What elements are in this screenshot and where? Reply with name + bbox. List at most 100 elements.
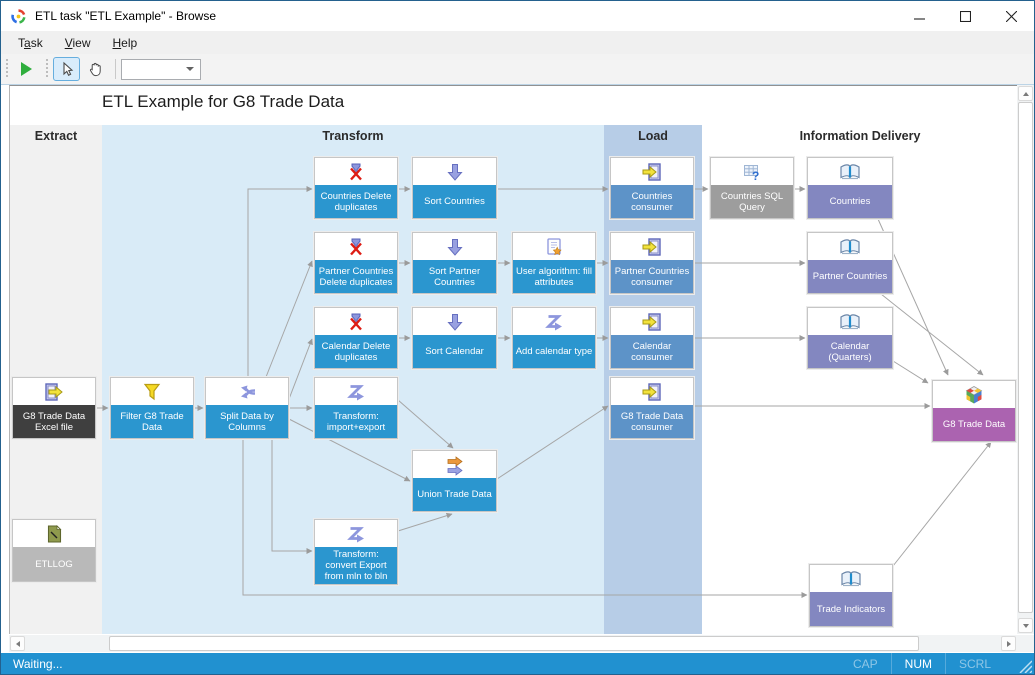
column-header: Information Delivery <box>799 129 921 143</box>
node-c-cons[interactable]: Countries consumer <box>610 157 694 219</box>
edge <box>892 360 929 384</box>
minimize-button[interactable] <box>896 1 942 31</box>
vertical-scroll-thumb[interactable] <box>1018 102 1033 613</box>
indicator-num: NUM <box>904 657 932 671</box>
indicator-cap: CAP <box>852 657 878 671</box>
edge <box>892 441 992 567</box>
node-convert[interactable]: Transform: convert Export from mln to bl… <box>314 519 398 585</box>
node-label: Calendar (Quarters) <box>808 335 892 368</box>
node-label: Filter G8 Trade Data <box>111 405 193 438</box>
horizontal-scrollbar[interactable] <box>9 635 1017 652</box>
node-label: Countries consumer <box>611 185 693 218</box>
app-logo-icon <box>11 8 26 24</box>
maximize-button[interactable] <box>942 1 988 31</box>
scroll-left-button[interactable] <box>10 636 25 651</box>
node-ti-book[interactable]: Trade Indicators <box>809 564 893 627</box>
node-p-del[interactable]: Partner Countries Delete duplicates <box>314 232 398 294</box>
scrollbar-corner <box>1017 635 1034 652</box>
node-imp-exp[interactable]: Transform: import+export <box>314 377 398 439</box>
select-tool-button[interactable] <box>53 57 80 81</box>
column-header: Transform <box>322 129 384 143</box>
node-label: Partner Countries Delete duplicates <box>315 260 397 293</box>
edge <box>288 418 411 482</box>
column-header: Load <box>638 129 668 143</box>
node-union[interactable]: Union Trade Data <box>412 450 497 512</box>
toolbar-grip[interactable] <box>45 59 49 79</box>
node-split[interactable]: Split Data by Columns <box>205 377 289 439</box>
node-sql-query[interactable]: ?Countries SQL Query <box>710 157 794 219</box>
arrow-left-icon <box>15 640 20 647</box>
transform-z-icon <box>315 520 397 547</box>
node-p-book[interactable]: Partner Countries <box>807 232 893 294</box>
node-cal-book[interactable]: Calendar (Quarters) <box>807 307 893 369</box>
node-label: G8 Trade Data Excel file <box>13 405 95 438</box>
node-c-book[interactable]: Countries <box>807 157 893 219</box>
door-in-icon <box>611 308 693 335</box>
pan-tool-button[interactable] <box>82 57 109 81</box>
node-c-del[interactable]: Countries Delete duplicates <box>314 157 398 219</box>
vertical-scrollbar[interactable] <box>1017 85 1034 634</box>
arrow-down-icon <box>1022 623 1029 628</box>
node-label: Countries SQL Query <box>711 185 793 218</box>
scroll-up-button[interactable] <box>1018 86 1033 101</box>
hand-icon <box>89 62 101 76</box>
toolbar <box>1 54 1034 85</box>
node-label: G8 Trade Data consumer <box>611 405 693 438</box>
node-g8-cube[interactable]: G8 Trade Data <box>932 380 1016 442</box>
resize-grip-icon[interactable] <box>1018 659 1032 673</box>
play-icon <box>21 62 32 76</box>
node-label: Countries <box>808 185 892 218</box>
cursor-arrow-icon <box>62 61 73 76</box>
book-icon <box>808 158 892 185</box>
book-icon <box>808 308 892 335</box>
node-label: Sort Partner Countries <box>413 260 496 293</box>
funnel-icon <box>111 378 193 405</box>
transform-z-icon <box>315 378 397 405</box>
node-p-algo[interactable]: User algorithm: fill attributes <box>512 232 596 294</box>
chevron-down-icon <box>186 67 194 71</box>
menu-view[interactable]: View <box>64 35 91 50</box>
close-button[interactable] <box>988 1 1034 31</box>
menu-help[interactable]: Help <box>112 35 138 50</box>
zoom-combobox[interactable] <box>121 58 201 80</box>
sort-icon <box>413 233 496 260</box>
sort-icon <box>413 308 496 335</box>
sort-icon <box>413 158 496 185</box>
node-cal-add[interactable]: Add calendar type <box>512 307 596 369</box>
node-filter[interactable]: Filter G8 Trade Data <box>110 377 194 439</box>
node-c-sort[interactable]: Sort Countries <box>412 157 497 219</box>
book-icon <box>810 565 892 592</box>
dedupe-icon <box>315 308 397 335</box>
menu-task[interactable]: Task <box>18 35 43 50</box>
node-label: Calendar consumer <box>611 335 693 368</box>
edge <box>265 260 313 378</box>
node-etllog[interactable]: ETLLOG <box>12 519 96 582</box>
node-p-cons[interactable]: Partner Countries consumer <box>610 232 694 294</box>
toolbar-grip[interactable] <box>5 59 9 79</box>
node-cal-sort[interactable]: Sort Calendar <box>412 307 497 369</box>
toolbar-separator <box>115 59 116 79</box>
run-button[interactable] <box>13 57 40 81</box>
indicator-scrl: SCRL <box>958 657 991 671</box>
node-cal-del[interactable]: Calendar Delete duplicates <box>314 307 398 369</box>
edge <box>397 512 453 532</box>
scroll-down-button[interactable] <box>1018 618 1033 633</box>
node-label: Union Trade Data <box>413 478 496 511</box>
menu-bar: Task View Help <box>1 31 1034 54</box>
scroll-right-button[interactable] <box>1001 636 1016 651</box>
edge <box>496 405 609 480</box>
edge <box>288 338 313 400</box>
dedupe-icon <box>315 158 397 185</box>
edge <box>271 439 313 554</box>
node-p-sort[interactable]: Sort Partner Countries <box>412 232 497 294</box>
horizontal-scroll-thumb[interactable] <box>109 636 919 651</box>
edges-layer <box>96 186 992 598</box>
user-algo-icon <box>513 233 595 260</box>
node-g8-cons[interactable]: G8 Trade Data consumer <box>610 377 694 439</box>
node-cal-cons[interactable]: Calendar consumer <box>610 307 694 369</box>
edge <box>247 186 313 377</box>
node-label: Trade Indicators <box>810 592 892 626</box>
node-excel[interactable]: G8 Trade Data Excel file <box>12 377 96 439</box>
